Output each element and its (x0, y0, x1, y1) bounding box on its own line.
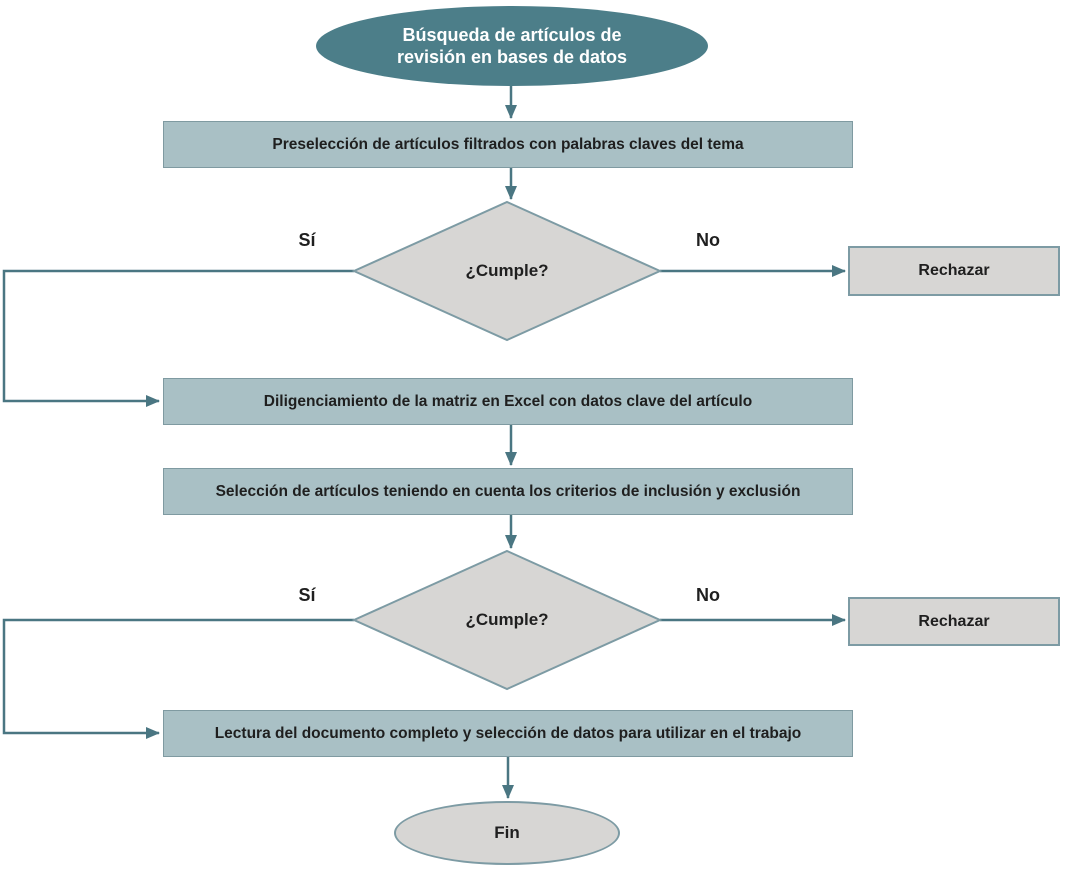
end-node: Fin (394, 801, 620, 865)
arrow-decision2-yes-to-step4 (2, 618, 354, 739)
decision1-question: ¿Cumple? (465, 261, 549, 280)
reject-node-1: Rechazar (848, 246, 1060, 296)
decision1-yes-label: Sí (298, 229, 316, 250)
process-step-lectura: Lectura del documento completo y selecci… (163, 710, 853, 757)
process-step-label: Lectura del documento completo y selecci… (214, 724, 802, 742)
decision2-yes-label: Sí (298, 584, 316, 605)
start-node: Búsqueda de artículos de revisión en bas… (316, 6, 708, 86)
reject-node-1-label: Rechazar (918, 262, 990, 279)
decision2-no-label: No (696, 584, 720, 605)
decision2-question: ¿Cumple? (465, 610, 549, 629)
decision2-diamond (351, 549, 663, 691)
reject-node-2: Rechazar (848, 597, 1060, 646)
decision1-label: ¿Cumple? (354, 202, 660, 340)
decision1-no-label: No (696, 229, 720, 250)
start-node-label: Búsqueda de artículos de revisión en bas… (396, 24, 628, 68)
process-step-preseleccion: Preselección de artículos filtrados con … (163, 121, 853, 168)
reject-node-2-label: Rechazar (918, 612, 990, 630)
process-step-seleccion: Selección de artículos teniendo en cuent… (163, 468, 853, 515)
process-step-label: Diligenciamiento de la matriz en Excel c… (263, 392, 753, 410)
decision2-label: ¿Cumple? (354, 551, 660, 689)
process-step-label: Preselección de artículos filtrados con … (272, 135, 744, 153)
arrow-decision1-yes-to-step2 (2, 269, 354, 407)
end-node-label: Fin (494, 823, 520, 842)
process-step-label: Selección de artículos teniendo en cuent… (215, 482, 801, 500)
process-step-diligenciamiento: Diligenciamiento de la matriz en Excel c… (163, 378, 853, 425)
decision1-diamond (351, 200, 663, 342)
